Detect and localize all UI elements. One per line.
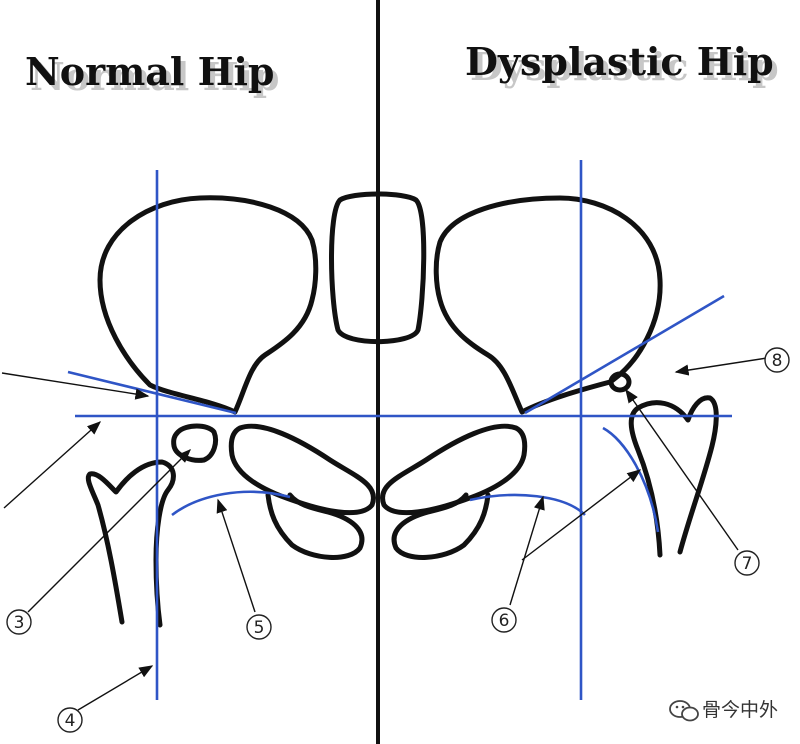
label-6: 6 [491, 607, 517, 633]
pointer-label-7 [625, 388, 739, 551]
left-femur-outline [85, 459, 176, 628]
left-obturator-lower [265, 492, 365, 560]
svg-text:3: 3 [14, 613, 25, 633]
pointer-label-8 [674, 357, 768, 376]
svg-text:4: 4 [65, 711, 76, 731]
sacrum-outline [329, 191, 427, 345]
right-ossific-nucleus [608, 371, 632, 393]
title-dysplastic-hip: Dysplastic Hip Dysplastic Hip [465, 39, 779, 89]
right-obturator-lower [391, 492, 491, 560]
title-normal-hip: Normal Hip Normal Hip [25, 49, 280, 99]
label-8: 8 [764, 347, 790, 373]
svg-text:6: 6 [499, 611, 510, 631]
svg-text:7: 7 [742, 554, 753, 574]
svg-text:Normal Hip: Normal Hip [30, 54, 280, 99]
label-5: 5 [246, 614, 272, 640]
right-femur-outline [628, 395, 719, 558]
pointer-label-6a [509, 495, 545, 606]
svg-text:Dysplastic Hip: Dysplastic Hip [470, 44, 779, 89]
left-ilium-outline [97, 195, 319, 415]
left-ossific-nucleus [171, 423, 219, 463]
wechat-logo-icon [669, 700, 699, 722]
label-3: 3 [6, 609, 32, 635]
pointer-label-5 [216, 498, 256, 613]
shenton-arc-left [171, 490, 291, 517]
pointer-hilgenreiner-line [3, 421, 102, 509]
shenton-arc-right-lateral [602, 426, 660, 533]
svg-text:Normal Hip: Normal Hip [25, 49, 275, 94]
left-obturator-upper [228, 423, 376, 516]
pointer-label-3 [27, 449, 191, 613]
svg-text:骨今中外: 骨今中外 [702, 699, 778, 721]
svg-text:5: 5 [254, 618, 265, 638]
label-7: 7 [734, 550, 760, 576]
watermark: 骨今中外 [669, 699, 778, 722]
right-obturator-upper [380, 423, 528, 516]
label-4: 4 [57, 707, 83, 733]
pointer-label-4 [77, 665, 154, 711]
acetabular-line-left [67, 370, 237, 415]
pointer-label-6b [521, 469, 642, 561]
svg-text:8: 8 [772, 351, 783, 371]
acetabular-line-right [524, 294, 725, 415]
svg-text:Dysplastic Hip: Dysplastic Hip [465, 39, 774, 84]
pointer-hilgenreiner-arrow [1, 372, 150, 400]
